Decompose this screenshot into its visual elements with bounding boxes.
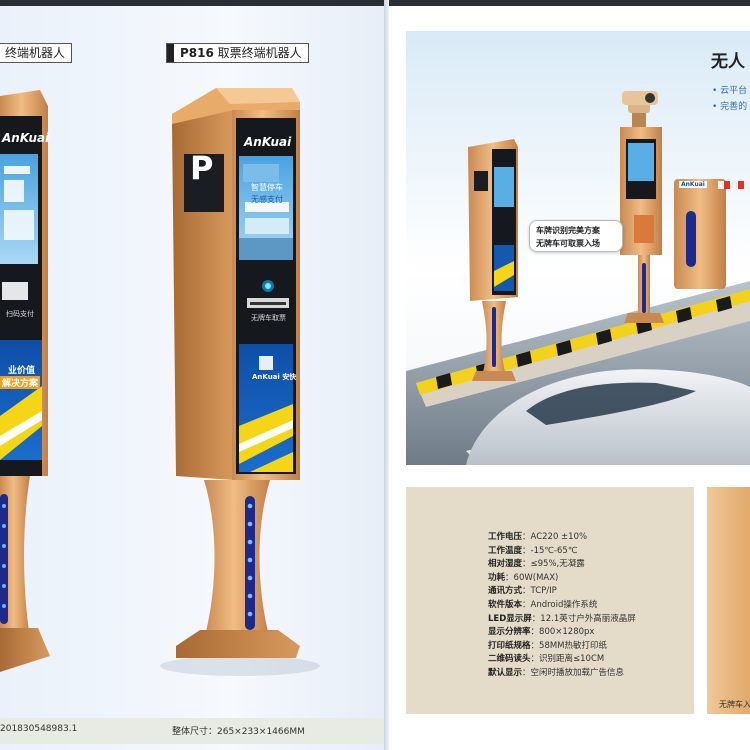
model-name: 取票终端机器人 [217, 46, 302, 60]
brand-logo-main: AnKuai [244, 135, 292, 149]
spec-separator: ： [505, 572, 514, 583]
bullet-2: • 完善的 [712, 102, 748, 112]
spec-value: TCP/IP [530, 586, 557, 597]
spec-separator: ： [530, 627, 540, 638]
spec-value: 800×1280px [539, 627, 595, 638]
top-dark-band [0, 0, 750, 6]
payment-caption: 扫码支付 [6, 310, 34, 318]
spec-separator: ： [522, 600, 531, 610]
spec-separator: ： [530, 654, 540, 665]
side-panel-caption: 无牌车入 [719, 700, 750, 709]
scene-ticket-kiosk [468, 139, 518, 381]
spec-row: 相对湿度：≤95%,无凝露 [488, 557, 585, 569]
spec-key: 相对湿度 [488, 559, 523, 570]
spec-key: 显示分辨率 [488, 627, 531, 638]
spec-row: 工作温度：-15℃-65℃ [488, 544, 577, 556]
scene-barrier-gate [674, 179, 750, 289]
spec-row: 工作电压：AC220 ±10% [488, 530, 587, 542]
spec-value: AC220 ±10% [530, 532, 588, 542]
spec-value: 12.1英寸户外高丽液晶屏 [540, 613, 636, 624]
spec-value: 60W(MAX) [513, 572, 559, 583]
spec-value: ≤95%,无凝露 [530, 559, 585, 570]
spec-separator: ： [522, 586, 531, 597]
model-code: P816 [180, 46, 214, 60]
spec-value: 58MM热敏打印纸 [539, 640, 608, 651]
right-headline: 无人 [711, 52, 745, 72]
ticket-caption: 无牌车取票 [251, 314, 286, 322]
slogan-line1: 业价值 [8, 366, 36, 376]
overall-dimensions: 整体尺寸：265×233×1466MM [172, 727, 305, 737]
spec-row: 通讯方式：TCP/IP [488, 584, 557, 596]
scene-barrier-brand: AnKuai [679, 181, 707, 188]
spec-row: 二维码读头：识别距离≤10CM [488, 652, 604, 664]
spec-row: 软件版本：Android操作系统 [488, 598, 597, 610]
model-label-left-text: 终端机器人 [5, 46, 66, 60]
spec-value: 识别距离≤10CM [539, 654, 605, 665]
spec-key: 工作温度 [488, 545, 523, 556]
spec-key: 二维码读头 [488, 654, 531, 665]
parking-scene-illustration [406, 91, 750, 465]
spec-row: 功耗：60W(MAX) [488, 571, 558, 583]
model-label-marker [167, 44, 174, 62]
spec-separator: ： [522, 532, 531, 542]
feature-callout: 车牌识别完美方案 无牌车可取票入场 [529, 220, 623, 252]
scene-car [466, 369, 750, 465]
left-footer-strip [0, 718, 384, 744]
spec-row: 默认显示：空闲时播放加载广告信息 [488, 666, 624, 678]
spec-row: 打印纸规格：58MM热敏打印纸 [488, 639, 607, 651]
spec-separator: ： [522, 545, 531, 556]
callout-line2: 无牌车可取票入场 [536, 239, 600, 248]
model-label-main: P816 取票终端机器人 [166, 43, 309, 63]
spec-key: 工作电压 [488, 532, 523, 542]
page-spine [384, 0, 389, 750]
spec-separator: ： [530, 640, 540, 651]
parking-sign: P [190, 149, 214, 187]
spec-row: LED显示屏：12.1英寸户外高丽液晶屏 [488, 612, 636, 624]
kiosk-left-partial [0, 90, 50, 672]
spec-key: 功耗 [488, 572, 506, 583]
spec-key: LED显示屏 [488, 613, 532, 624]
bullet-1-text: 云平台 [720, 86, 748, 96]
scene-lpr-camera [620, 91, 664, 323]
spec-key: 打印纸规格 [488, 640, 531, 651]
callout-line1: 车牌识别完美方案 [536, 226, 600, 235]
bullet-2-text: 完善的 [720, 102, 748, 112]
screen-ad-line2: 无感支付 [251, 195, 283, 204]
spec-separator: ： [531, 613, 541, 624]
brand-logo-ad: AnKuai 安快 [252, 372, 296, 382]
patent-number: 201830548983.1 [0, 724, 78, 734]
spec-value: Android操作系统 [530, 600, 598, 610]
spec-key: 软件版本 [488, 600, 523, 610]
spec-row: 显示分辨率：800×1280px [488, 625, 594, 637]
brand-cn: 安快 [282, 373, 297, 381]
brand-en: AnKuai [252, 373, 280, 381]
spec-value: -15℃-65℃ [530, 545, 578, 556]
screen-ad-line1: 智慧停车 [251, 183, 283, 192]
spec-panel [406, 487, 694, 714]
spec-key: 默认显示 [488, 668, 523, 678]
model-label-left: 终端机器人 [0, 43, 73, 63]
slogan-line2: 解决方案 [0, 376, 41, 389]
spec-separator: ： [522, 668, 531, 678]
spec-key: 通讯方式 [488, 586, 523, 597]
kiosk-p816 [160, 88, 320, 676]
kiosk-illustrations [0, 88, 320, 676]
brand-logo-left: AnKuai [2, 131, 50, 145]
spec-value: 空闲时播放加载广告信息 [530, 668, 625, 678]
bullet-1: • 云平台 [712, 86, 748, 96]
side-panel [707, 487, 750, 714]
spec-separator: ： [522, 559, 531, 570]
